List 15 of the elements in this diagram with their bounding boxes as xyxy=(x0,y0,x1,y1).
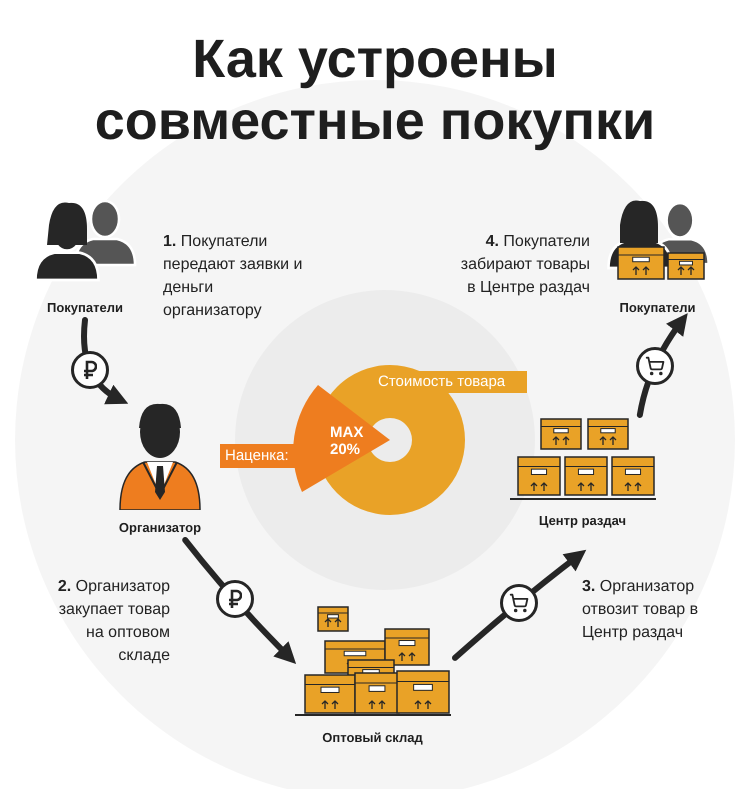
node-label: Покупатели xyxy=(620,299,696,317)
node-label: Центр раздач xyxy=(538,512,626,530)
note-text: MAX 20% xyxy=(330,424,364,458)
note-text: 3. Организатор отвозит товар в Центр раздач xyxy=(582,577,700,643)
node-label: Покупатели xyxy=(47,299,123,317)
note-text: 4. Покупатели забирают товары в Центре раздач xyxy=(460,232,590,298)
arrow xyxy=(636,313,688,418)
node-label: Организатор xyxy=(118,519,202,537)
note-text: 1. Покупатели передают заявки и деньги организатору xyxy=(163,232,303,321)
arrow xyxy=(452,550,586,661)
node-label: Оптовый склад xyxy=(322,729,423,747)
note-text: 2. Организатор закупает товар на оптовом складе xyxy=(56,577,170,666)
arrow xyxy=(182,537,296,664)
arrow xyxy=(81,317,128,404)
title: Как устроены совместные покупки xyxy=(94,28,656,152)
